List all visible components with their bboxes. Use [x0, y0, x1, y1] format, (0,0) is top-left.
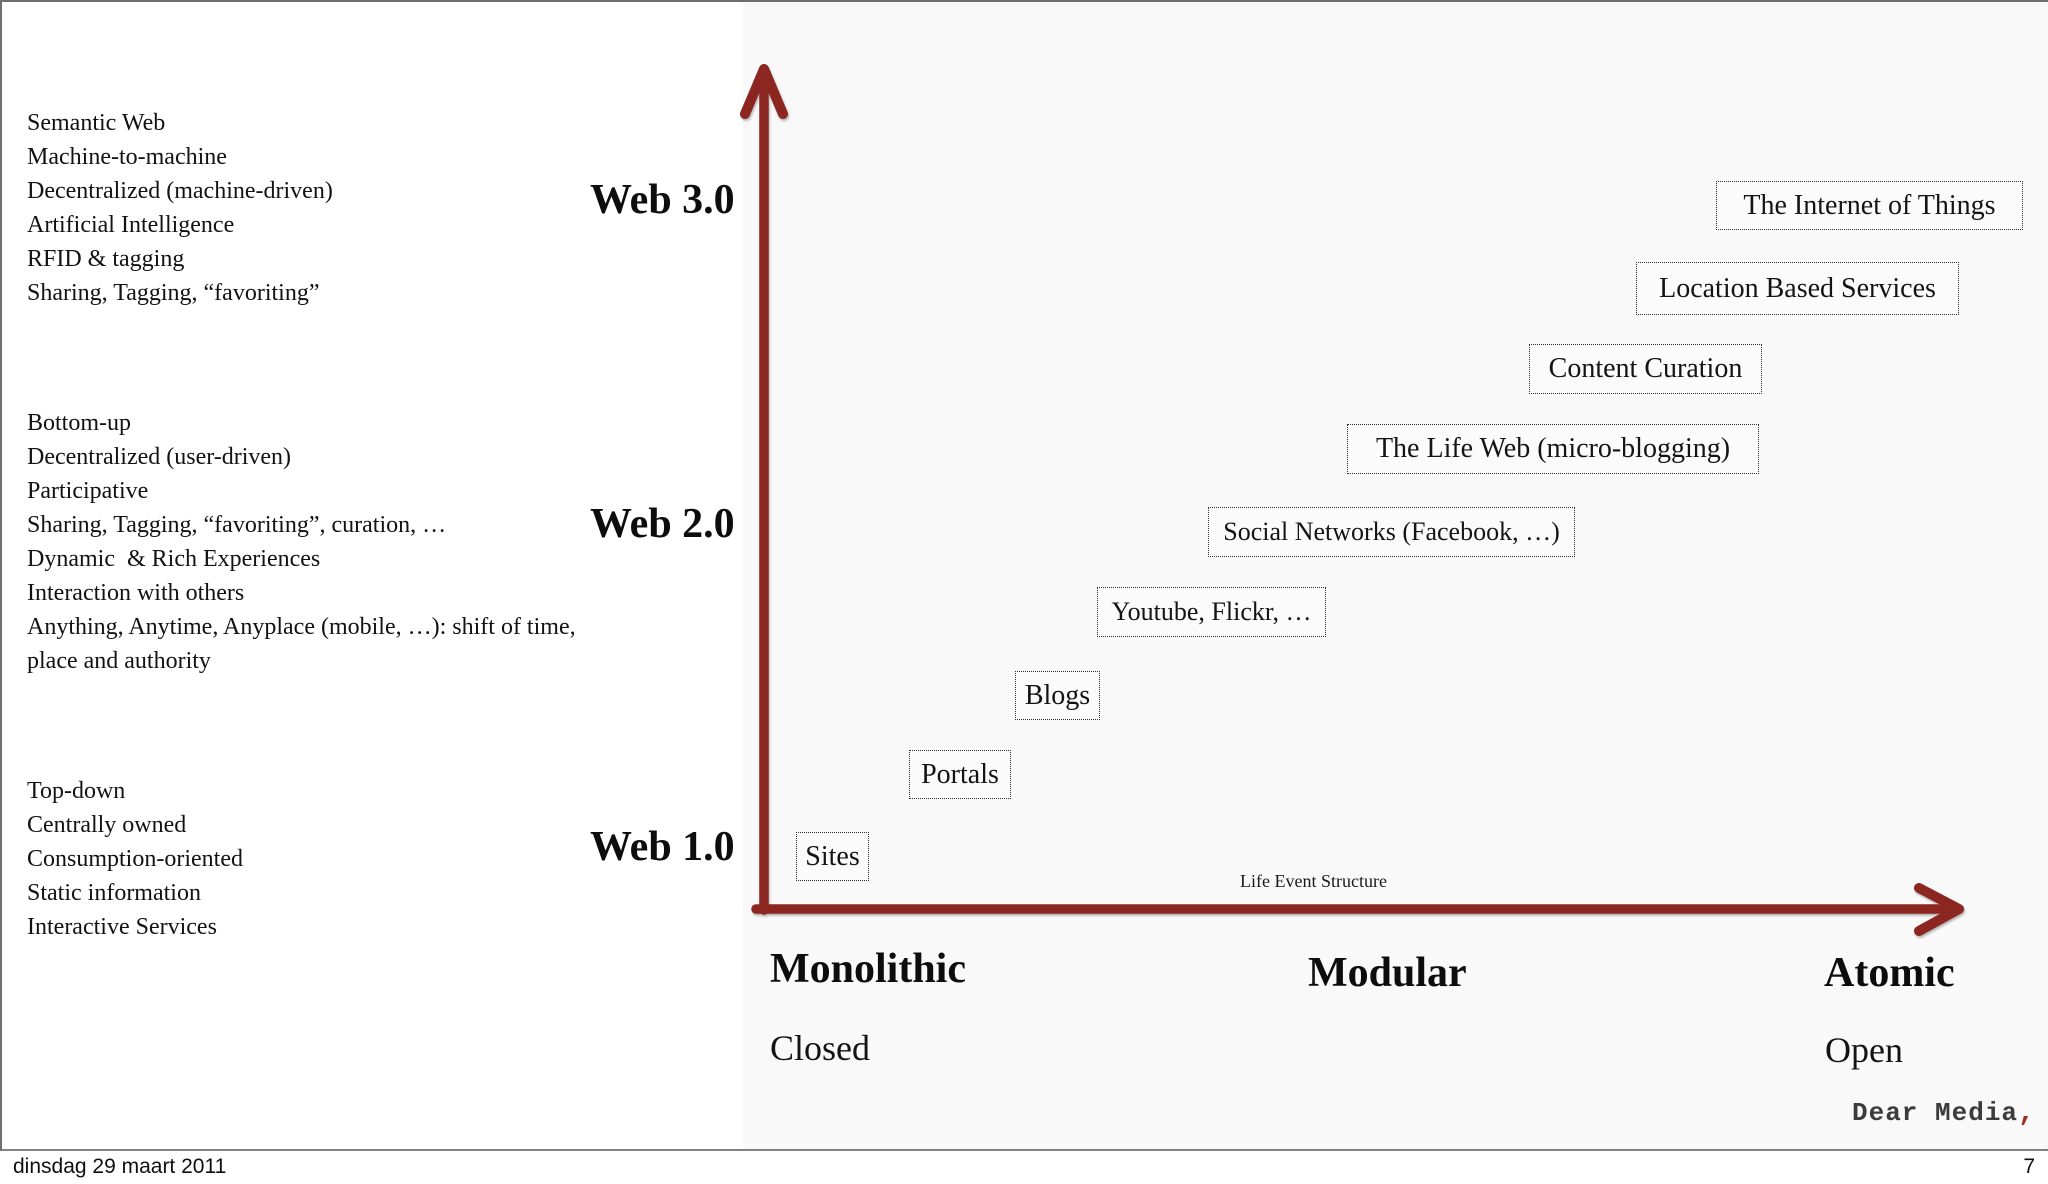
- trait-line: Interaction with others: [27, 580, 245, 606]
- concept-box-label: Social Networks (Facebook, …): [1223, 517, 1560, 546]
- concept-box-label: Blogs: [1024, 679, 1091, 711]
- trait-line: Artificial Intelligence: [27, 212, 235, 238]
- trait-line: Centrally owned: [27, 812, 187, 838]
- x-axis-note: Life Event Structure: [1240, 871, 1387, 891]
- trait-line: RFID & tagging: [27, 246, 185, 272]
- chart-background-panel: [743, 2, 2048, 1149]
- x-axis-label-modular: Modular: [1308, 950, 1467, 996]
- footer-page-number: 7: [2023, 1155, 2035, 1178]
- trait-line: Consumption-oriented: [27, 846, 243, 872]
- trait-line: Sharing, Tagging, “favoriting”: [27, 280, 320, 306]
- concept-box-label: The Internet of Things: [1743, 189, 1996, 221]
- x-axis-label-atomic: Atomic: [1824, 950, 1955, 996]
- y-axis-arrowhead-icon: [740, 64, 788, 119]
- concept-box-content-curation: Content Curation: [1529, 344, 1762, 394]
- concept-box-label: The Life Web (micro-blogging): [1375, 433, 1731, 464]
- trait-line: Dynamic & Rich Experiences: [27, 546, 321, 572]
- concept-box-label: Portals: [921, 758, 999, 790]
- concept-box-life-web: The Life Web (micro-blogging): [1347, 424, 1759, 474]
- y-level-label-web3: Web 3.0: [590, 177, 735, 223]
- trait-line: Top-down: [27, 778, 126, 804]
- brand-logo: Dear Media,: [1852, 1098, 2036, 1129]
- x-axis-sublabel-open: Open: [1825, 1030, 1903, 1070]
- web3-trait-list: Semantic Web Machine-to-machine Decentra…: [27, 106, 587, 310]
- y-level-label-web1: Web 1.0: [590, 824, 735, 870]
- concept-box-social-networks: Social Networks (Facebook, …): [1208, 507, 1575, 557]
- footer-date: dinsdag 29 maart 2011: [13, 1155, 227, 1178]
- x-axis-label-monolithic: Monolithic: [770, 946, 966, 992]
- concept-box-internet-of-things: The Internet of Things: [1716, 181, 2023, 230]
- x-axis-arrowhead-icon: [1914, 883, 1964, 936]
- slide-canvas: Semantic Web Machine-to-machine Decentra…: [0, 0, 2048, 1151]
- axes-arrows: [740, 64, 1964, 936]
- concept-box-portals: Portals: [909, 750, 1011, 799]
- trait-line: Decentralized (machine-driven): [27, 178, 333, 204]
- trait-line: Sharing, Tagging, “favoriting”, curation…: [27, 512, 447, 538]
- trait-line: Participative: [27, 478, 149, 504]
- web2-trait-list: Bottom-up Decentralized (user-driven) Pa…: [27, 406, 631, 678]
- trait-line: Semantic Web: [27, 110, 166, 136]
- trait-line: Interactive Services: [27, 914, 217, 940]
- trait-line: Decentralized (user-driven): [27, 444, 292, 470]
- trait-line: Anything, Anytime, Anyplace (mobile, …):…: [27, 614, 582, 674]
- concept-box-sites: Sites: [796, 832, 869, 881]
- concept-box-label: Sites: [805, 840, 860, 872]
- concept-box-label: Youtube, Flickr, …: [1111, 597, 1312, 626]
- x-axis-sublabel-closed: Closed: [770, 1028, 871, 1068]
- concept-box-label: Content Curation: [1548, 353, 1743, 384]
- brand-name: Dear Media: [1852, 1098, 2019, 1128]
- y-level-label-web2: Web 2.0: [590, 501, 735, 547]
- brand-comma: ,: [2018, 1098, 2036, 1129]
- trait-line: Static information: [27, 880, 201, 906]
- concept-box-blogs: Blogs: [1015, 671, 1100, 720]
- concept-box-label: Location Based Services: [1659, 272, 1936, 304]
- footer: dinsdag 29 maart 2011 7: [0, 1151, 2048, 1184]
- web1-trait-list: Top-down Centrally owned Consumption-ori…: [27, 774, 587, 944]
- trait-line: Machine-to-machine: [27, 144, 227, 170]
- trait-line: Bottom-up: [27, 410, 132, 436]
- concept-box-location-based: Location Based Services: [1636, 262, 1959, 315]
- concept-box-youtube-flickr: Youtube, Flickr, …: [1097, 587, 1326, 637]
